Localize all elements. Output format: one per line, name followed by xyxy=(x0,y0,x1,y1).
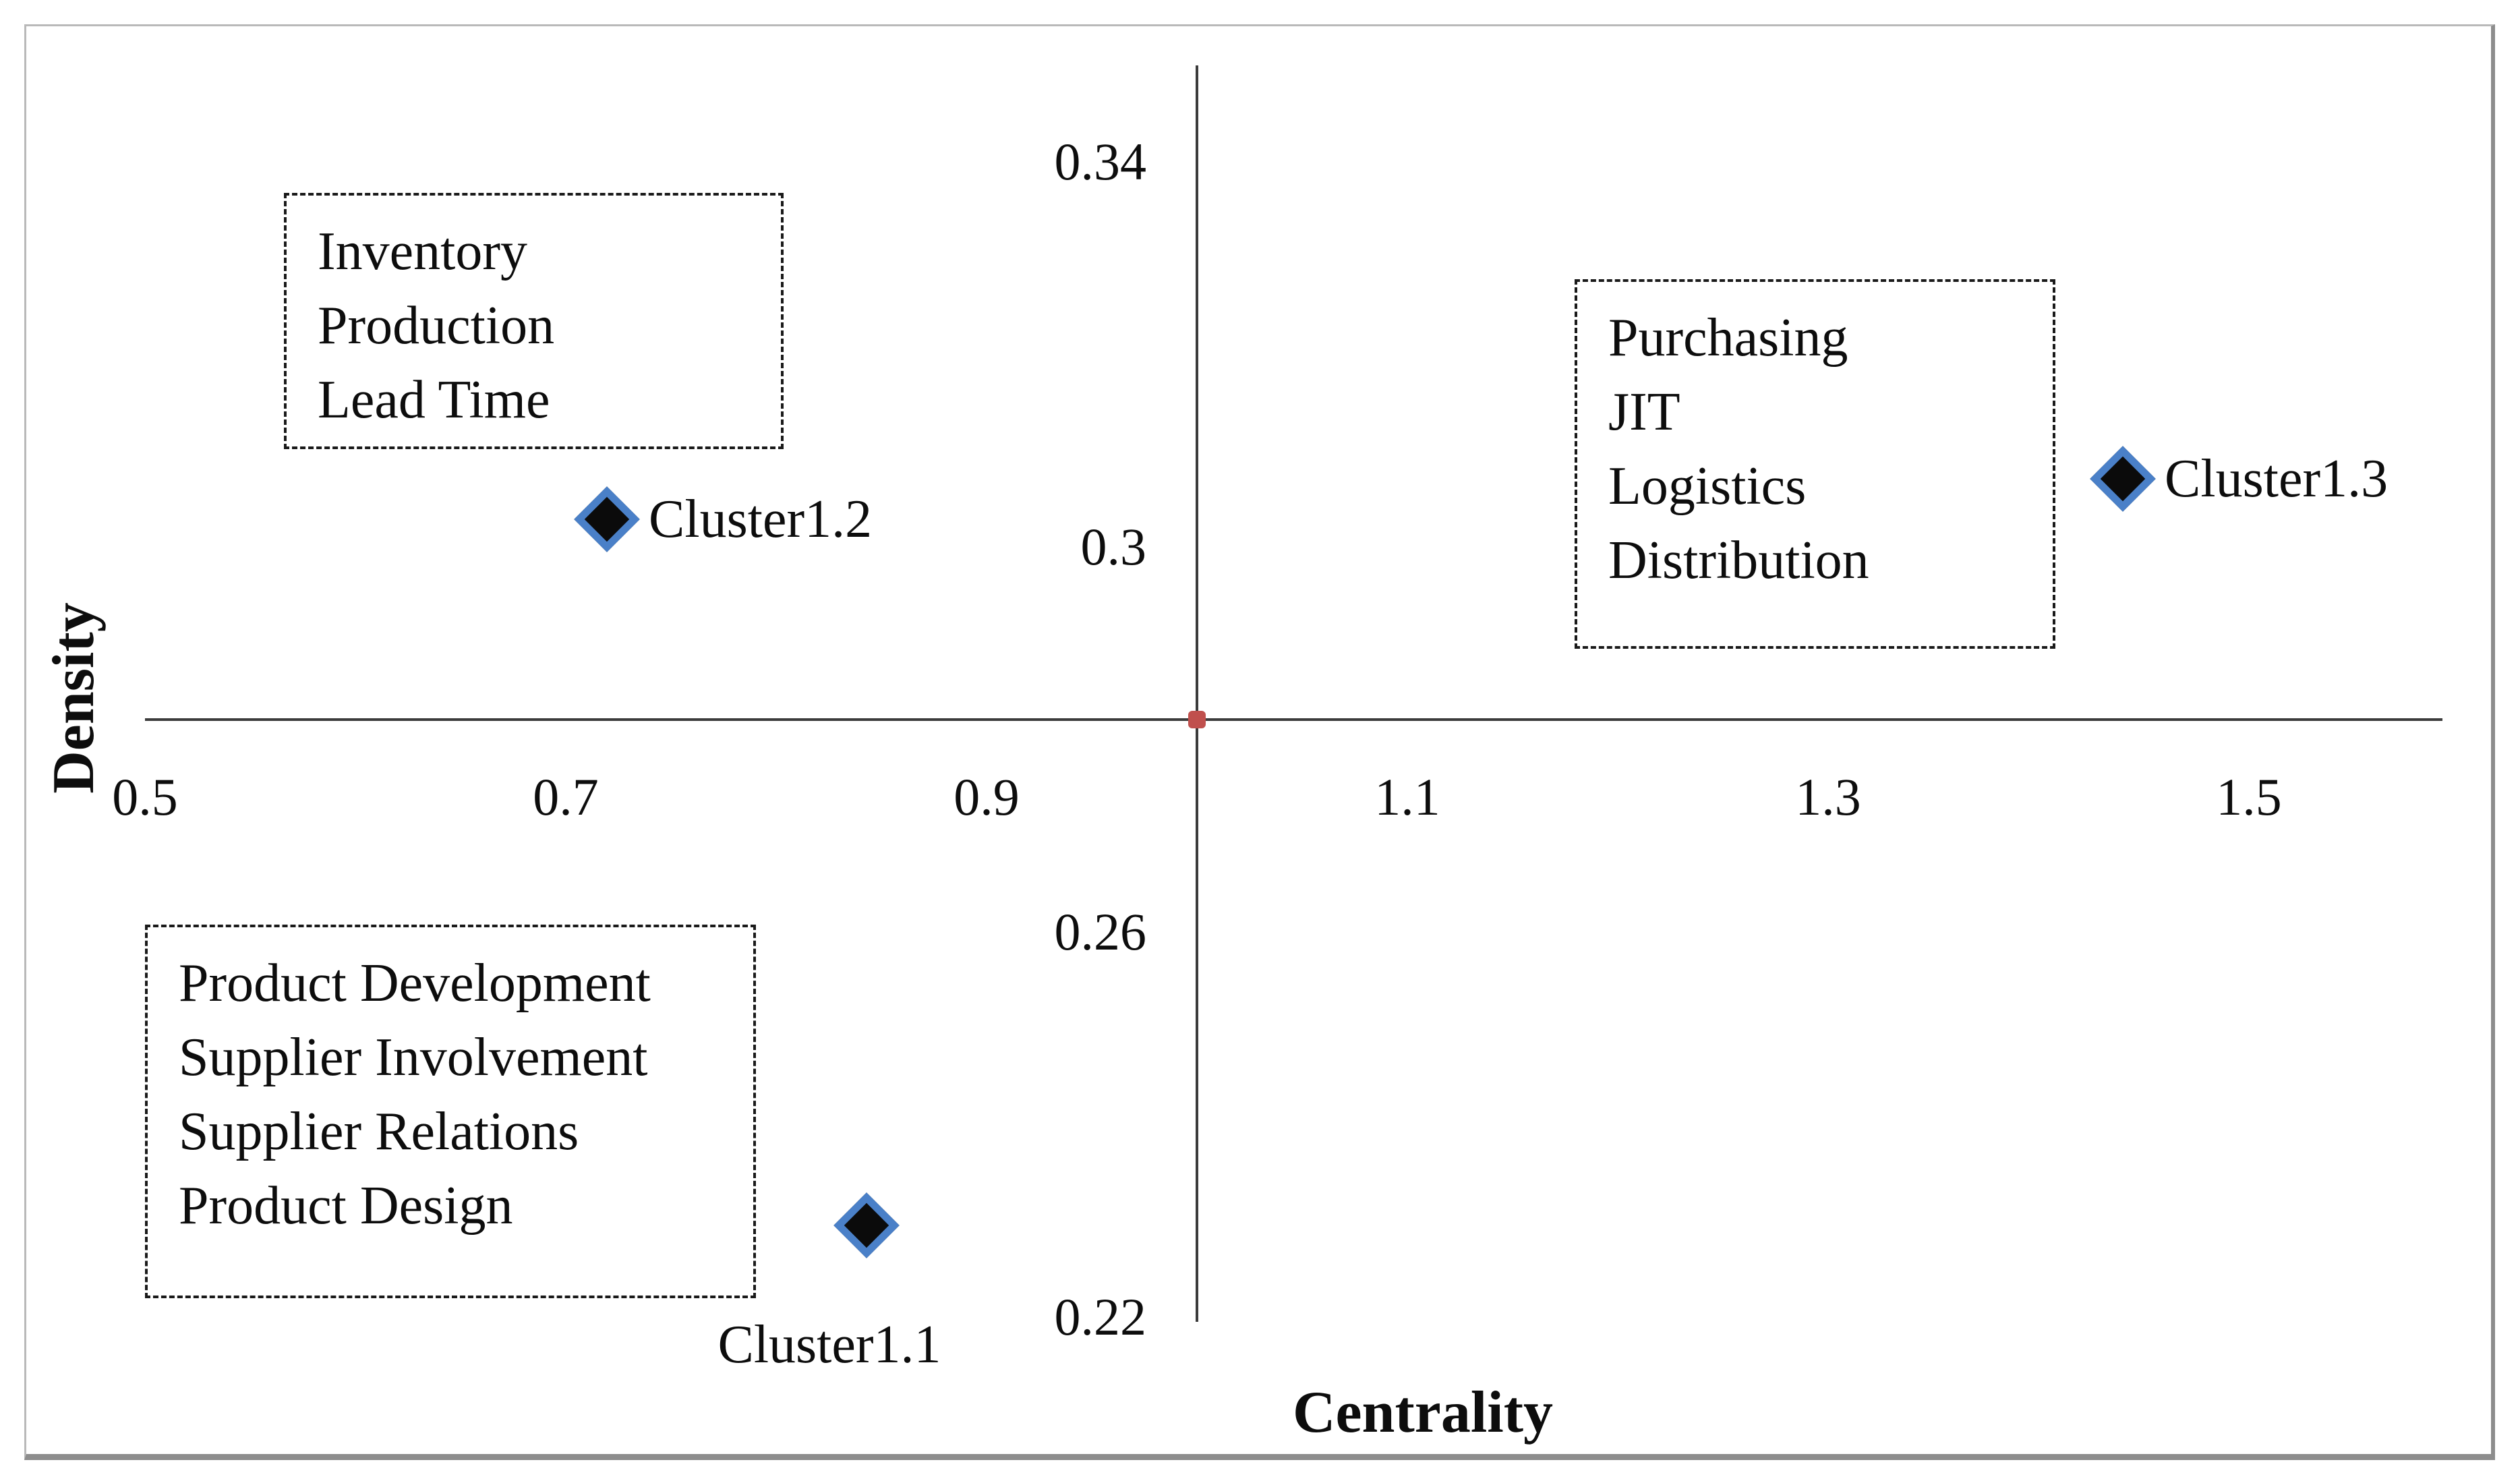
x-axis-title: Centrality xyxy=(1292,1380,1554,1445)
y-tick-label: 0.34 xyxy=(1054,132,1147,191)
annotation-item: Lead Time xyxy=(318,370,550,430)
data-point-label: Cluster1.1 xyxy=(717,1315,941,1374)
annotation-item: Product Design xyxy=(179,1176,513,1235)
annotation-item: Supplier Involvement xyxy=(179,1028,648,1087)
y-axis-title: Density xyxy=(41,602,107,794)
y-axis-line xyxy=(1196,65,1198,1322)
y-tick-label: 0.3 xyxy=(1080,517,1147,576)
x-tick-label: 1.1 xyxy=(1374,767,1440,826)
x-tick-label: 0.9 xyxy=(954,767,1020,826)
figure-frame-border xyxy=(24,24,2495,1460)
annotation-item: JIT xyxy=(1608,382,1680,442)
annotation-item: Logistics xyxy=(1608,457,1807,516)
y-tick-label: 0.22 xyxy=(1054,1287,1147,1346)
data-point-label: Cluster1.3 xyxy=(2165,449,2389,508)
annotation-item: Inventory xyxy=(318,222,528,281)
annotation-item: Product Development xyxy=(179,954,651,1013)
x-tick-label: 1.3 xyxy=(1795,767,1861,826)
x-tick-label: 1.5 xyxy=(2216,767,2282,826)
x-axis-line xyxy=(145,718,2442,721)
annotation-item: Distribution xyxy=(1608,531,1869,590)
x-tick-label: 0.7 xyxy=(533,767,599,826)
annotation-item: Supplier Relations xyxy=(179,1102,579,1161)
annotation-item: Production xyxy=(318,296,555,355)
annotation-item: Purchasing xyxy=(1608,308,1848,368)
y-tick-label: 0.26 xyxy=(1054,902,1147,961)
origin-dot xyxy=(1188,711,1206,728)
data-point-label: Cluster1.2 xyxy=(649,490,873,549)
x-tick-label: 0.5 xyxy=(112,767,178,826)
